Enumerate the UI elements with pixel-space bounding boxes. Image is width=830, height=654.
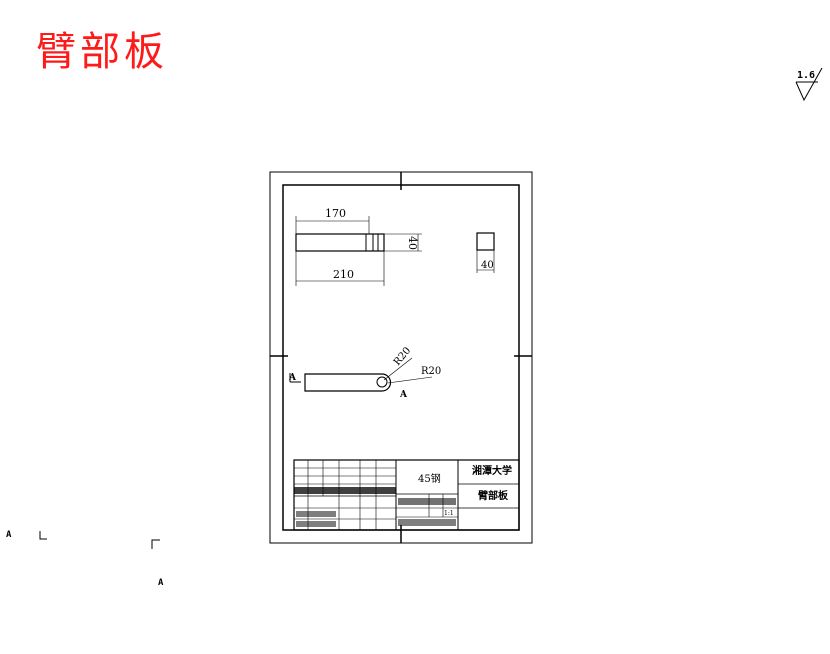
dimension-40-height: 40 [406, 236, 419, 250]
school-label: 湘潭大学 [472, 464, 512, 477]
side-view [476, 232, 495, 273]
stray-bracket [39, 531, 47, 540]
radius-label: R20 [392, 345, 413, 368]
material-label: 45钢 [418, 472, 441, 485]
section-marker: A [399, 390, 408, 400]
drawing-title: 臂部板 [36, 29, 168, 75]
title-block [293, 459, 520, 531]
front-view [295, 216, 422, 286]
part-name-label: 臂部板 [478, 489, 509, 502]
section-marker: A [288, 373, 297, 383]
roughness-icon [795, 67, 823, 102]
loose-marker-a: A [158, 578, 164, 588]
roughness-value: 1.6 [797, 70, 816, 81]
loose-marker-a: A [6, 530, 12, 540]
stray-bracket [151, 539, 160, 549]
scale-value: 1:1 [444, 510, 454, 517]
dimension-170: 170 [325, 207, 346, 220]
roughness-symbol [792, 66, 828, 106]
top-view [289, 357, 433, 392]
dimension-40-square: 40 [481, 260, 494, 271]
radius-label: R20 [421, 366, 441, 377]
dimension-210: 210 [333, 268, 354, 281]
